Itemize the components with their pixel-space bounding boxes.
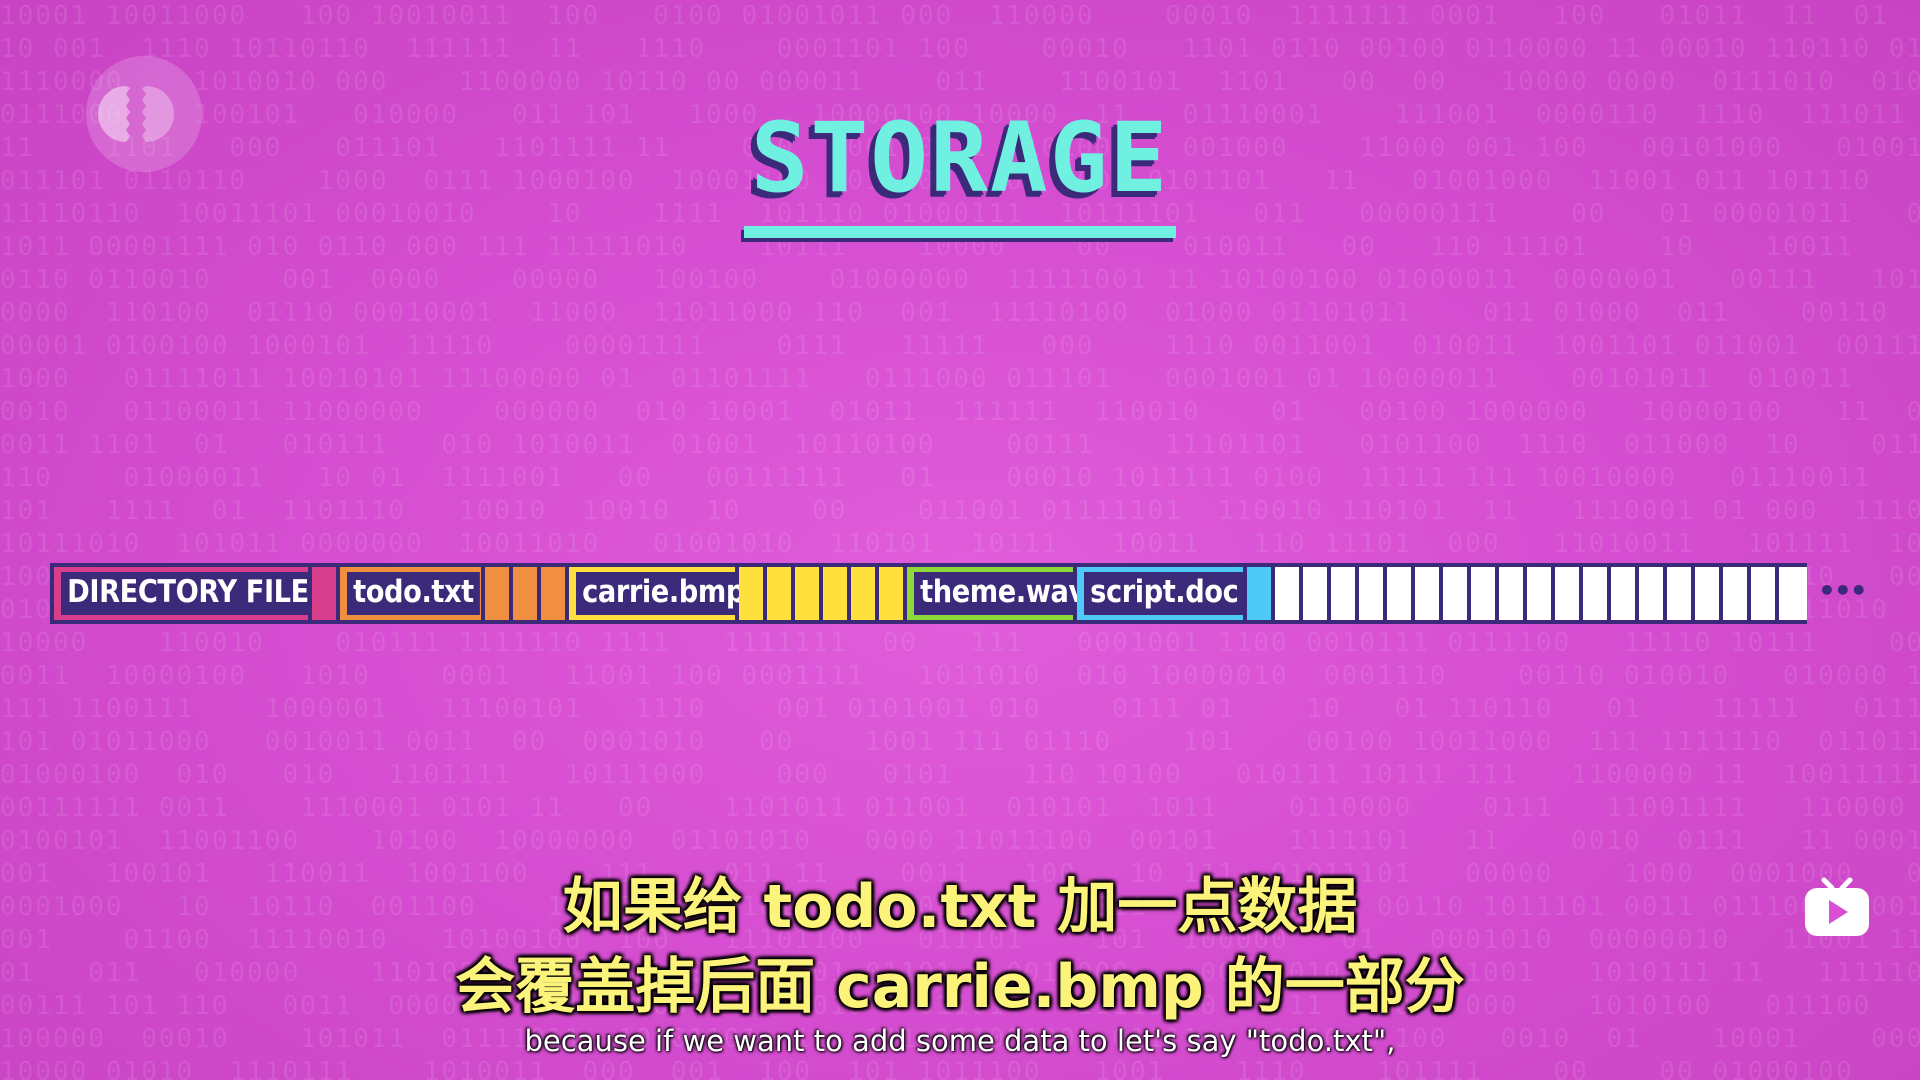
free-block bbox=[1303, 567, 1331, 620]
free-block bbox=[1639, 567, 1667, 620]
storage-bar: DIRECTORY FILE todo.txt carrie.bmp theme.wa… bbox=[50, 563, 1807, 624]
block-label: theme.wav bbox=[914, 572, 1093, 615]
carrie-file-extra-block bbox=[795, 567, 823, 620]
todo-file-extra-block bbox=[485, 567, 513, 620]
more-blocks-indicator: ••• bbox=[1818, 574, 1868, 607]
free-block bbox=[1611, 567, 1639, 620]
play-icon[interactable] bbox=[1802, 876, 1872, 938]
free-block bbox=[1387, 567, 1415, 620]
subtitle-cn-line-1: 如果给 todo.txt 加一点数据 bbox=[562, 872, 1358, 942]
directory-file-extra-block bbox=[312, 567, 340, 620]
carrie-file-block: carrie.bmp bbox=[569, 567, 752, 620]
script-file-extra-block bbox=[1247, 567, 1275, 620]
carrie-file-extra-block bbox=[851, 567, 879, 620]
block-label: carrie.bmp bbox=[576, 572, 752, 615]
free-block bbox=[1331, 567, 1359, 620]
free-block bbox=[1555, 567, 1583, 620]
directory-file-block: DIRECTORY FILE bbox=[54, 567, 315, 620]
theme-file-block: theme.wav bbox=[907, 567, 1093, 620]
page-title: STORAGE bbox=[750, 102, 1170, 214]
free-block bbox=[1275, 567, 1303, 620]
block-label: script.doc bbox=[1084, 572, 1245, 615]
todo-file-extra-block bbox=[513, 567, 541, 620]
script-file-block: script.doc bbox=[1077, 567, 1247, 620]
free-block bbox=[1583, 567, 1611, 620]
free-block bbox=[1667, 567, 1695, 620]
pbs-logo-icon bbox=[86, 56, 202, 172]
block-label: todo.txt bbox=[347, 572, 480, 615]
carrie-file-extra-block bbox=[767, 567, 795, 620]
free-block bbox=[1499, 567, 1527, 620]
free-block bbox=[1751, 567, 1779, 620]
subtitle-cn-line-2: 会覆盖掉后面 carrie.bmp 的一部分 bbox=[455, 952, 1465, 1022]
free-block bbox=[1359, 567, 1387, 620]
todo-file-block: todo.txt bbox=[340, 567, 485, 620]
todo-file-extra-block bbox=[541, 567, 569, 620]
carrie-file-extra-block bbox=[879, 567, 907, 620]
free-block bbox=[1415, 567, 1443, 620]
title-underline bbox=[744, 226, 1176, 238]
free-block bbox=[1779, 567, 1807, 620]
free-block bbox=[1695, 567, 1723, 620]
free-block bbox=[1527, 567, 1555, 620]
carrie-file-extra-block bbox=[823, 567, 851, 620]
block-label: DIRECTORY FILE bbox=[61, 572, 315, 615]
free-block bbox=[1471, 567, 1499, 620]
subtitle-en: because if we want to add some data to l… bbox=[524, 1024, 1396, 1058]
free-block bbox=[1443, 567, 1471, 620]
free-block bbox=[1723, 567, 1751, 620]
carrie-file-extra-block bbox=[739, 567, 767, 620]
